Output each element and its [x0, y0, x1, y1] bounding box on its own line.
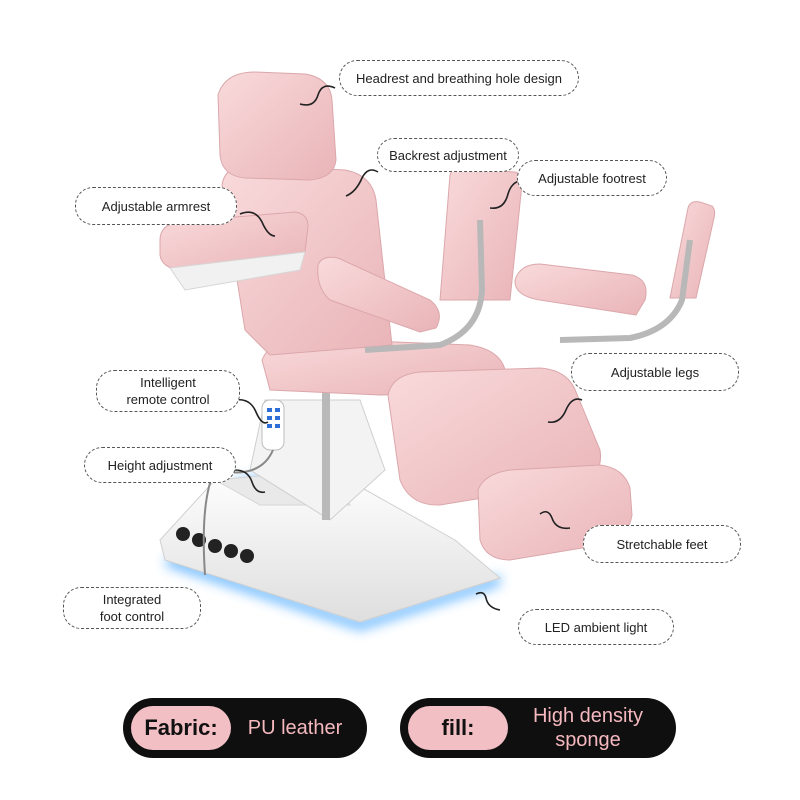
fill-value: High density sponge — [532, 705, 644, 751]
foot-control-buttons — [176, 527, 254, 563]
callout-foot-control: Integrated foot control — [63, 587, 201, 629]
callout-height: Height adjustment — [84, 447, 236, 483]
callout-footrest: Adjustable footrest — [517, 160, 667, 196]
callout-led: LED ambient light — [518, 609, 674, 645]
callout-legs: Adjustable legs — [571, 353, 739, 391]
callout-headrest: Headrest and breathing hole design — [339, 60, 579, 96]
callout-backrest: Backrest adjustment — [377, 138, 519, 172]
fill-label: fill: — [408, 706, 508, 750]
callout-armrest: Adjustable armrest — [75, 187, 237, 225]
pointer-arrows — [234, 85, 583, 611]
fill-spec-pill: fill: High density sponge — [400, 698, 676, 758]
callout-feet: Stretchable feet — [583, 525, 741, 563]
callout-remote: Intelligent remote control — [96, 370, 240, 412]
fabric-spec-pill: Fabric: PU leather — [123, 698, 367, 758]
fabric-label: Fabric: — [131, 706, 231, 750]
fabric-value: PU leather — [247, 717, 343, 739]
